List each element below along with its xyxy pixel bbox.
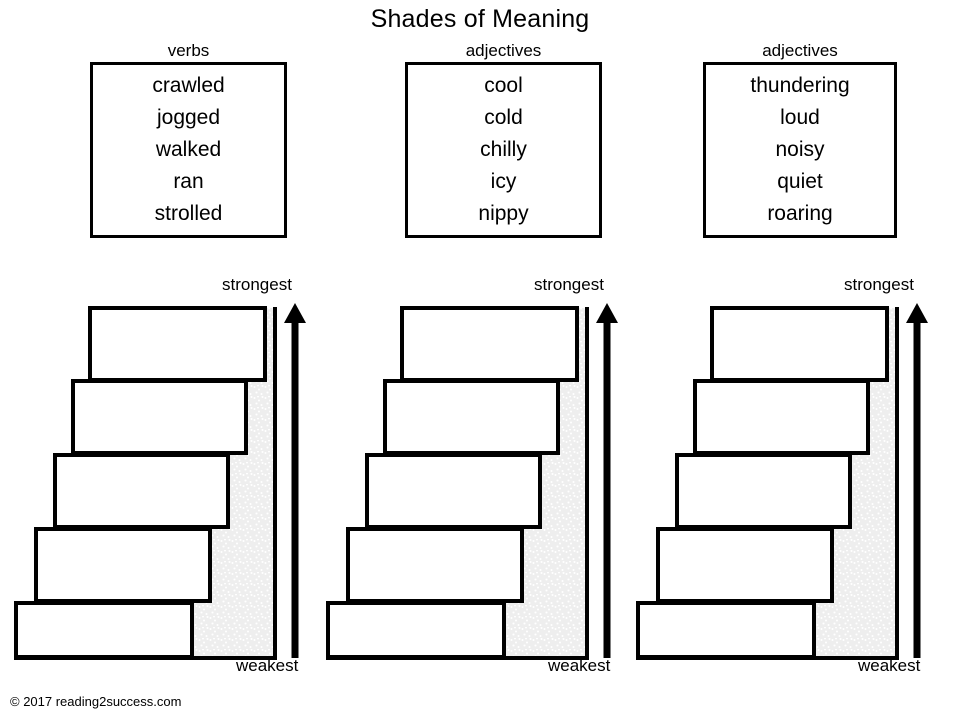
word-bank-word: icy [490,170,517,193]
strength-arrow-up-icon [284,303,306,658]
weakest-label: weakest [236,656,299,675]
step-box[interactable] [693,379,870,455]
word-bank-group: adjectives cool cold chilly icy nippy [405,40,602,238]
step-box[interactable] [53,453,230,529]
page-title: Shades of Meaning [370,5,590,33]
step-box[interactable] [71,379,248,455]
strongest-label: strongest [844,275,914,294]
staircase-diagram [326,303,618,660]
word-bank-word: roaring [767,202,833,225]
word-bank-word: loud [780,106,820,129]
step-box[interactable] [636,601,816,659]
strongest-label: strongest [534,275,604,294]
word-bank-heading: adjectives [465,41,542,60]
staircase-group: strongest weakest [622,275,952,685]
staircase-diagram [14,303,306,660]
word-bank-group: verbs crawled jogged walked ran strolled [90,40,287,238]
word-bank-word: nippy [478,202,529,225]
copyright-notice: © 2017 reading2success.com [10,694,182,709]
word-bank-group: adjectives thundering loud noisy quiet r… [703,40,897,238]
word-bank-word: crawled [152,74,225,97]
step-box[interactable] [383,379,560,455]
word-bank-word: chilly [480,138,527,161]
step-box[interactable] [400,306,579,382]
word-bank-heading: adjectives [762,41,838,60]
strength-arrow-up-icon [906,303,928,658]
step-box[interactable] [656,527,834,603]
word-bank-box: crawled jogged walked ran strolled [90,62,287,238]
weakest-label: weakest [548,656,611,675]
word-bank-box: cool cold chilly icy nippy [405,62,602,238]
word-bank-word: quiet [777,170,823,193]
staircase-diagram [636,303,928,660]
step-box[interactable] [710,306,889,382]
word-bank-word: strolled [154,202,223,225]
strength-arrow-up-icon [596,303,618,658]
word-bank-word: noisy [775,138,825,161]
word-bank-word: cool [484,74,523,97]
step-box[interactable] [346,527,524,603]
weakest-label: weakest [858,656,921,675]
step-box[interactable] [326,601,506,659]
strongest-label: strongest [222,275,292,294]
staircase-group: strongest weakest [0,275,330,685]
word-bank-box: thundering loud noisy quiet roaring [703,62,897,238]
step-box[interactable] [34,527,212,603]
word-bank-word: cold [484,106,523,129]
word-bank-word: thundering [750,74,850,97]
word-bank-word: walked [155,138,222,161]
word-bank-heading: verbs [167,41,210,60]
step-box[interactable] [14,601,194,659]
staircase-group: strongest weakest [312,275,642,685]
word-bank-word: jogged [156,106,221,129]
step-box[interactable] [88,306,267,382]
step-box[interactable] [365,453,542,529]
word-bank-word: ran [173,170,204,193]
step-box[interactable] [675,453,852,529]
